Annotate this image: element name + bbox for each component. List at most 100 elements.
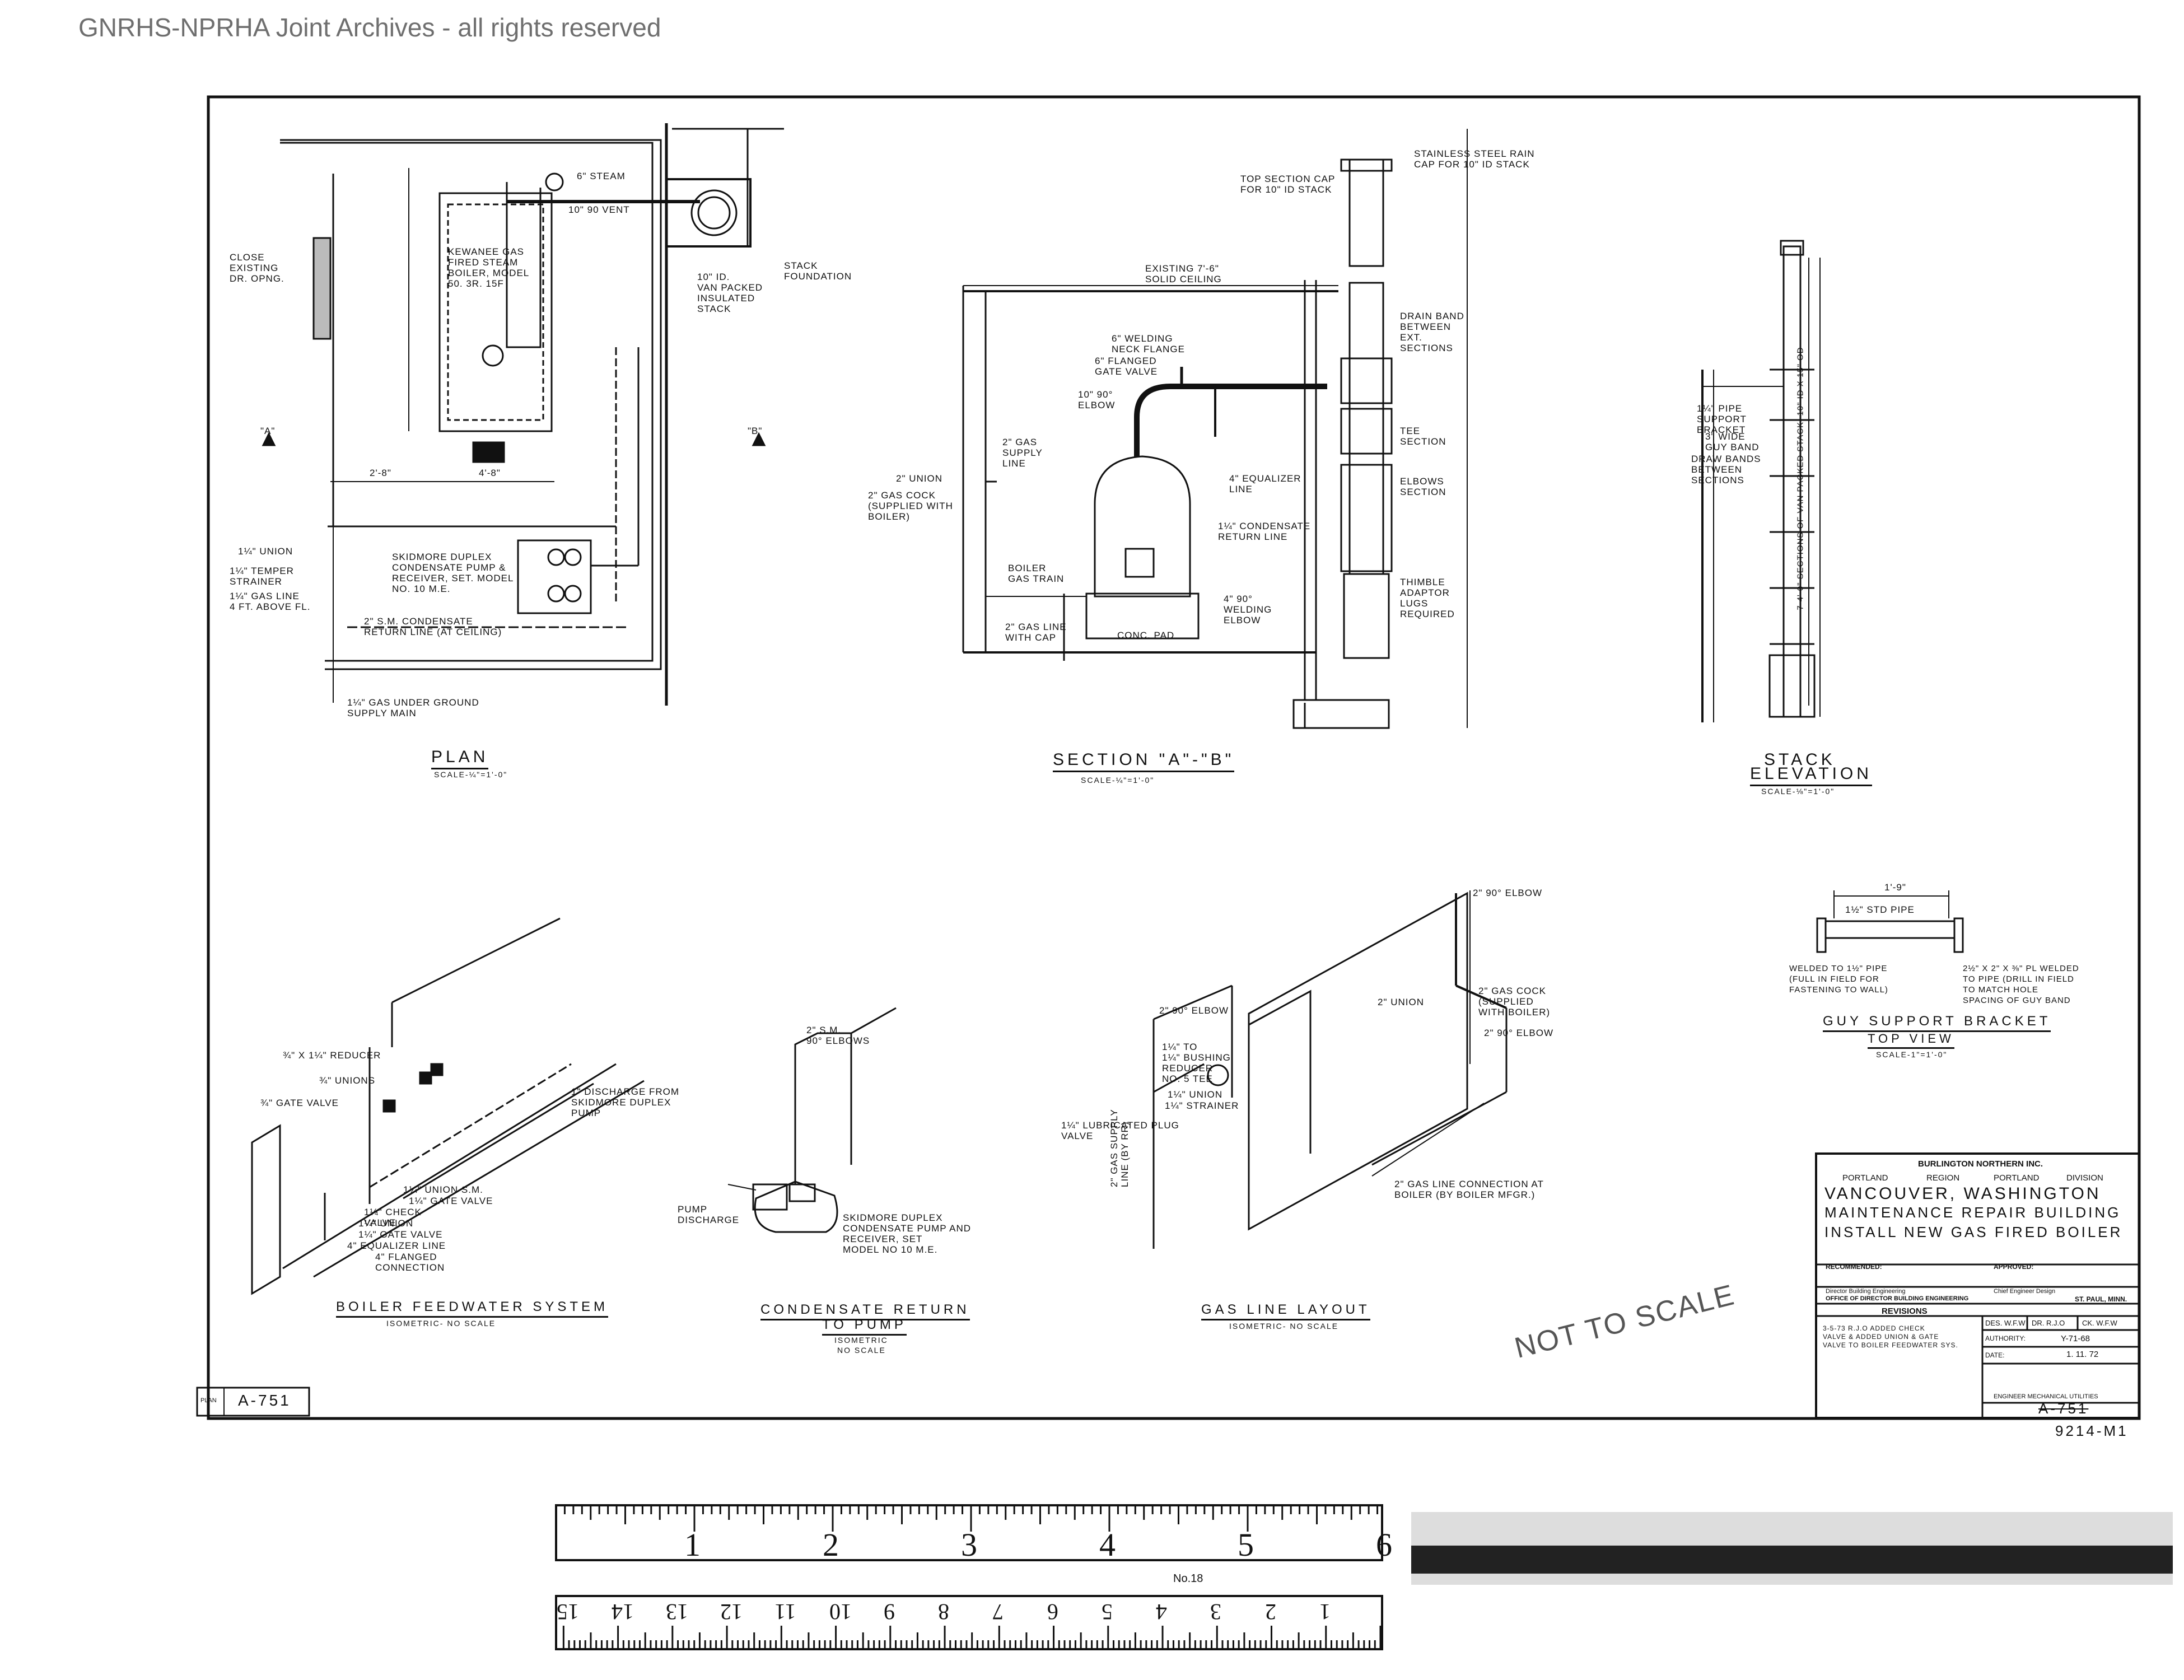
section-flange-label: 6" WELDING NECK FLANGE [1112,333,1185,354]
fw-check-label: 1¼" CHECK VALVE [364,1207,422,1228]
condensate-return-pipe [794,1032,852,1184]
plan-vent-packed-label: 10" ID. VAN PACKED INSULATED STACK [697,272,763,314]
tb-division-value: PORTLAND [1994,1173,2040,1183]
stack-sections-label: 7-4'-0" SECTIONS OF VAN PACKED STACK, 10… [1795,347,1805,610]
fw-reducer-label: ¾" x 1¼" REDUCER [283,1050,381,1061]
gas-union-l-label: 1¼" UNION [1168,1089,1223,1100]
ruler-cm-number: 6 [1047,1599,1058,1625]
stack-title-1: STACK [1764,750,1836,769]
cr-discharge-label: PUMP DISCHARGE [678,1204,740,1225]
section-gate-label: 6" FLANGED GATE VALVE [1095,356,1158,377]
tb-approved: APPROVED: [1994,1263,2034,1271]
ruler-inch-number: 2 [823,1527,839,1563]
section-gas-train-label: BOILER GAS TRAIN [1008,563,1065,584]
plan-union-label: 1¼" UNION [238,546,293,557]
guy-plate-label: 2½" x 2" x ⅜" PL WELDED TO PIPE (DRILL I… [1963,964,2079,1005]
section-return-label: 1¼" CONDENSATE RETURN LINE [1218,521,1311,542]
gas-scale: ISOMETRIC- NO SCALE [1229,1322,1339,1331]
section-boiler [1094,455,1191,598]
plan-dim-2: 4'-8" [479,468,501,478]
tb-rev-note: 3-5-73 R.J.O ADDED CHECK VALVE & ADDED U… [1823,1324,1958,1349]
condensate-pump-receiver [754,1180,838,1233]
fw-gate-label: ¾" GATE VALVE [260,1098,339,1108]
plan-mark-a: "A" [260,426,276,436]
plan-condensate-line-label: 2" S.M. CONDENSATE RETURN LINE (AT CEILI… [364,616,502,637]
plan-steam-label: 6" STEAM [577,171,626,181]
tb-authority-label: AUTHORITY: [1985,1334,2026,1342]
plan-stack-foundation [665,178,752,248]
gas-strainer-label: 1¼" STRAINER [1165,1100,1239,1111]
ruler-cm-number: 3 [1210,1599,1222,1625]
plan-mark-b: "B" [748,426,763,436]
plan-gas-line-label: 1¼" GAS LINE 4 FT. ABOVE FL. [230,591,311,612]
plan-boiler [438,192,553,432]
ruler-inch-number: 3 [961,1527,977,1563]
guy-bracket-pipe [1824,920,1956,939]
tb-city: ST. PAUL, MINN. [2075,1295,2127,1303]
plan-vent-label: 10" 90 VENT [568,204,630,215]
plan-scale: SCALE-¼"=1'-0" [434,770,508,779]
tb-chief: Chief Engineer Design [1994,1288,2056,1295]
title-block [1815,1152,2140,1419]
feedwater-title: BOILER FEEDWATER SYSTEM [336,1299,609,1318]
gas-elbow-top-label: 2" 90° ELBOW [1473,888,1543,898]
ruler-cm-number: 14 [611,1599,634,1625]
fw-gate3-label: 1¼" GATE VALVE [358,1229,443,1240]
plan-no-value: A-751 [238,1392,291,1409]
section-top-cap-label: TOP SECTION CAP FOR 10" ID STACK [1240,174,1336,195]
tb-date-label: DATE: [1985,1351,2005,1359]
ruler-cm-number: 10 [829,1599,852,1625]
stack-bands-label: DRAW BANDS BETWEEN SECTIONS [1691,454,1761,486]
tb-des: DES. W.F.W [1985,1319,2026,1327]
gas-plug-label: 1¼" LUBRICATED PLUG VALVE [1061,1120,1179,1141]
measuring-ruler [555,1504,2173,1650]
gas-title: GAS LINE LAYOUT [1201,1302,1370,1320]
ruler-cm-number: 12 [720,1599,743,1625]
tb-sheet: A-751 [2038,1400,2089,1417]
gas-regulator-label: 1¼" TO 1¼" BUSHING REDUCER NO. 5 TEE [1162,1042,1231,1084]
ruler-cm-number: 13 [665,1599,688,1625]
fw-gate2-label: 1¼" GATE VALVE [409,1196,493,1206]
tb-dr: DR. R.J.O [2032,1319,2065,1327]
gas-connection-label: 2" GAS LINE CONNECTION AT BOILER (BY BOI… [1394,1179,1544,1200]
tb-office: OFFICE OF DIRECTOR BUILDING ENGINEERING [1826,1295,1969,1302]
ruler-inch-number: 5 [1238,1527,1254,1563]
gas-elbow-l-label: 2" 90° ELBOW [1159,1005,1229,1016]
guy-scale: SCALE-1"=1'-0" [1876,1050,1948,1059]
cr-elbows-label: 2" S.M. 90° ELBOWS [806,1025,870,1046]
section-elbow-section-label: ELBOWS SECTION [1400,476,1446,497]
ruler-cm-number: 5 [1101,1599,1113,1625]
section-gas-cap-label: 2" GAS LINE WITH CAP [1005,622,1067,643]
tb-line1: VANCOUVER, WASHINGTON [1824,1184,2101,1203]
ruler-inch-number: 1 [684,1527,701,1563]
condensate-title-2: TO PUMP [822,1317,907,1336]
tb-ck: CK. W.F.W [2082,1319,2117,1327]
plan-stack-foundation-label: STACK FOUNDATION [784,260,852,282]
tb-authority: Y-71-68 [2061,1334,2090,1343]
tb-director: Director Building Engineering [1826,1288,1906,1295]
fw-discharge-label: 1" DISCHARGE FROM SKIDMORE DUPLEX PUMP [571,1086,680,1118]
section-title: SECTION "A"-"B" [1053,750,1235,772]
section-tee-label: TEE SECTION [1400,426,1446,447]
tb-region-label: REGION [1926,1173,1960,1183]
fw-unions-label: ¾" UNIONS [319,1075,376,1086]
sheet-border [207,95,2141,1420]
tb-date: 1. 11. 72 [2066,1350,2099,1359]
gas-supply-label: 2" GAS SUPPLY LINE (BY RR) [1109,1109,1130,1187]
section-cap-label: STAINLESS STEEL RAIN CAP FOR 10" ID STAC… [1414,148,1535,170]
guy-subtitle: TOP VIEW [1868,1032,1954,1049]
plan-title: PLAN [431,748,489,769]
tb-recommended: RECOMMENDED: [1826,1263,1882,1271]
section-equalizer-label: 4" EQUALIZER LINE [1229,473,1301,494]
section-gas-cock-label: 2" GAS COCK (SUPPLIED WITH BOILER) [868,490,953,522]
tb-revisions: REVISIONS [1882,1306,1928,1316]
condensate-scale-2: NO SCALE [837,1346,886,1355]
tb-line2: MAINTENANCE REPAIR BUILDING [1824,1204,2121,1221]
section-thimble-label: THIMBLE ADAPTOR LUGS REQUIRED [1400,577,1455,619]
section-ceiling-label: EXISTING 7'-6" SOLID CEILING [1145,263,1222,284]
fw-conn-label: 4" FLANGED CONNECTION [375,1252,445,1273]
section-union-label: 2" UNION [896,473,942,484]
plan-closed-door [312,237,332,340]
stack-pipe-label: 1¼" PIPE SUPPORT BRACKET [1697,403,1747,435]
